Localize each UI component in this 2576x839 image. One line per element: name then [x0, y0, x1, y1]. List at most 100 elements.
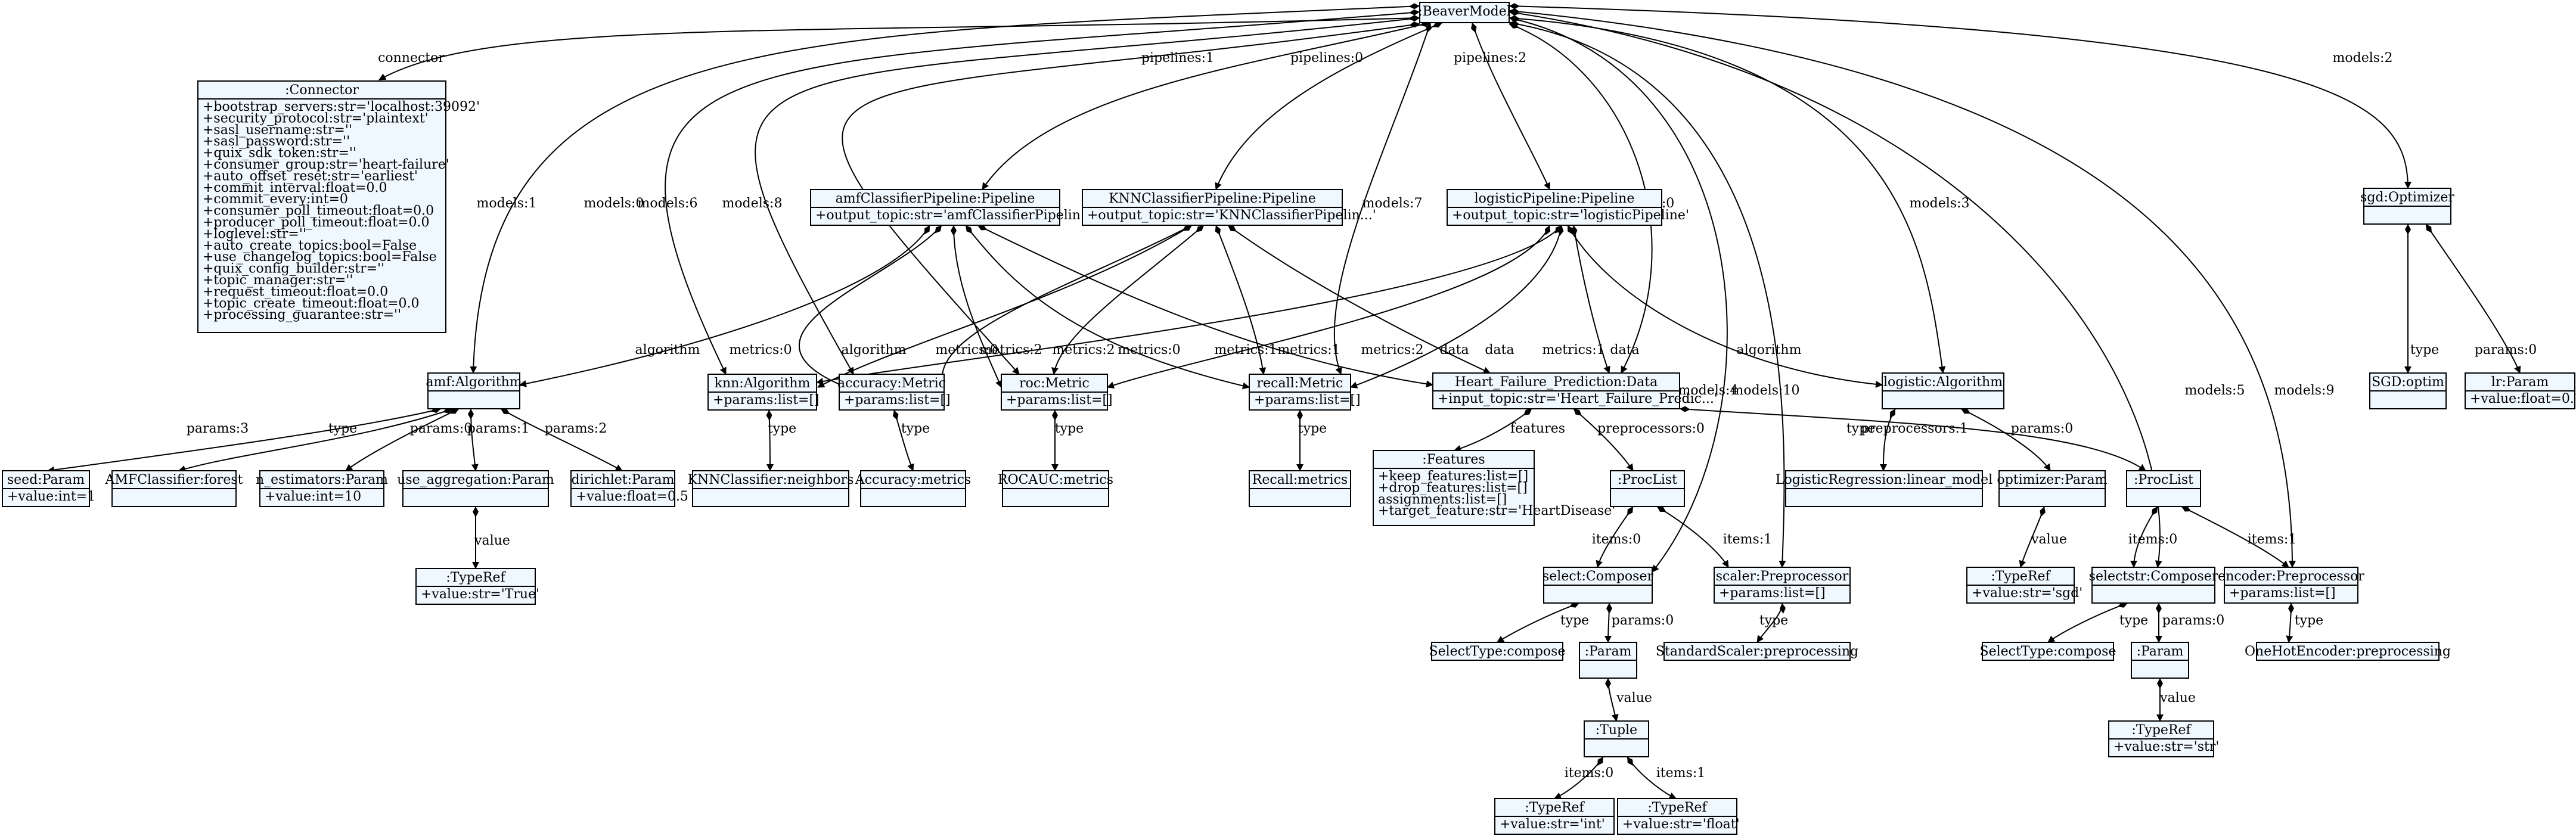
- node-box: [1373, 450, 1535, 526]
- node-title: OneHotEncoder:preprocessing: [2245, 644, 2451, 659]
- edge-line: [982, 21, 1431, 190]
- edge-label: models:10: [1731, 383, 1800, 398]
- node-attribute: +commit_every:int=0: [203, 192, 348, 207]
- edge-amfa-dirp: params:2: [500, 408, 623, 471]
- node-knnp: KNNClassifierPipeline:Pipeline+output_to…: [1082, 189, 1376, 226]
- edge-label: items:1: [1723, 532, 1772, 547]
- edge-label: models:0: [584, 196, 644, 211]
- node-loga: logistic:Algorithm: [1882, 372, 2004, 409]
- edge-label: params:0: [2162, 613, 2224, 628]
- edge-label: algorithm: [635, 343, 700, 358]
- edge-line: [1497, 602, 1580, 643]
- edge-line: [965, 225, 1250, 390]
- node-attribute: +value:str='float': [1622, 817, 1740, 832]
- node-attribute: +params:list=[]: [1006, 393, 1113, 408]
- node-rocmet: ROCAUC:metrics: [998, 470, 1113, 507]
- node-attribute: +sasl_password:str='': [203, 134, 350, 149]
- edge-bm-logp: pipelines:2: [1454, 22, 1551, 190]
- node-ohe: OneHotEncoder:preprocessing: [2245, 642, 2451, 661]
- edge-line: [1679, 406, 2146, 471]
- edge-loga-optp: params:0: [1960, 408, 2073, 471]
- node-title: sgd:Optimizer: [2360, 190, 2454, 205]
- node-attribute: +use_changelog_topics:bool=False: [203, 250, 437, 265]
- node-attribute: +processing_guarantee:str='': [203, 307, 401, 322]
- edge-label: models:5: [2185, 383, 2245, 398]
- node-attribute: +quix_config_builder:str='': [203, 262, 384, 276]
- node-attribute: +consumer_poll_timeout:float=0.0: [203, 204, 434, 219]
- edge-label: metrics:1: [1542, 343, 1604, 358]
- node-attribute: +value:str='int': [1500, 817, 1605, 832]
- node-attribute: +sasl_username:str='': [203, 123, 352, 138]
- edge-label: preprocessors:0: [1597, 421, 1705, 436]
- edge-line: [2425, 223, 2521, 374]
- edge-label: params:0: [2475, 343, 2537, 358]
- node-lrlm: LogisticRegression:linear_model: [1776, 470, 1992, 507]
- edge-tuple-trInt: items:0: [1554, 756, 1613, 799]
- node-amfp: amfClassifierPipeline:Pipeline+output_to…: [810, 189, 1097, 226]
- node-knna: knn:Algorithm+params:list=[]: [707, 374, 820, 411]
- edge-tuple-trFloat: items:1: [1627, 756, 1705, 799]
- edge-line: [2181, 506, 2289, 568]
- node-title: :TypeRef: [2131, 723, 2192, 738]
- edge-selstr-param2: params:0: [2155, 603, 2224, 643]
- node-title: :Tuple: [1596, 723, 1637, 738]
- node-trTrue: :TypeRef+value:str='True': [415, 568, 539, 605]
- node-title: KNNClassifier:neighbors: [688, 473, 854, 487]
- edge-selc-param1: params:0: [1604, 602, 1674, 643]
- node-seedp: seed:Param+value:int=1: [2, 470, 95, 507]
- node-title: amfClassifierPipeline:Pipeline: [836, 191, 1035, 206]
- edge-logp-loga: algorithm: [1567, 225, 1883, 388]
- edge-line: [1960, 408, 2051, 471]
- node-logp: logisticPipeline:Pipeline+output_topic:s…: [1447, 189, 1689, 226]
- edge-label: models:1: [477, 196, 537, 211]
- edge-label: preprocessors:1: [1861, 421, 1968, 436]
- edge-label: value: [1616, 691, 1652, 706]
- edge-amfp-hfd: data: [977, 225, 1469, 388]
- edge-hfd-feat: features: [1454, 408, 1565, 452]
- edge-label: metrics:0: [935, 343, 998, 358]
- node-title: :TypeRef: [1991, 569, 2051, 584]
- edge-knnp-knna: algorithm: [817, 225, 1193, 388]
- edge-enc-ohe: type: [2286, 602, 2323, 643]
- edge-bm-sgd: models:2: [1509, 3, 2411, 189]
- node-box: [1663, 642, 1851, 661]
- node-title: accuracy:Metric: [837, 376, 946, 391]
- edge-amfa-amfcf: type: [178, 408, 454, 473]
- node-sspp: StandardScaler:preprocessing: [1656, 642, 1858, 661]
- node-title: SGD:optim: [2372, 375, 2444, 390]
- edge-label: type: [1846, 421, 1875, 436]
- node-attribute: +auto_offset_reset:str='earliest': [203, 169, 418, 184]
- edge-label: models:2: [2333, 51, 2393, 66]
- edge-line: [500, 408, 623, 471]
- node-feat: :Features+keep_features:list=[]+drop_fea…: [1373, 450, 1615, 526]
- node-title: seed:Param: [7, 473, 85, 487]
- node-title: roc:Metric: [1019, 376, 1090, 391]
- edge-label: metrics:0: [1118, 343, 1180, 358]
- edge-selc-stc1: type: [1497, 602, 1589, 643]
- node-conn: :Connector+bootstrap_servers:str='localh…: [197, 80, 480, 333]
- edge-amfp-accm: metrics:0: [729, 225, 942, 389]
- edge-label: metrics:2: [1361, 343, 1423, 358]
- node-attribute: +security_protocol:str='plaintext': [203, 111, 429, 126]
- edge-label: metrics:1: [1277, 343, 1340, 358]
- edge-label: metrics:0: [729, 343, 792, 358]
- node-enc: encoder:Preprocessor+params:list=[]: [2218, 567, 2364, 604]
- edge-hfd-pl1: preprocessors:0: [1573, 408, 1705, 471]
- node-title: dirichlet:Param: [572, 473, 675, 487]
- edge-line: [345, 408, 460, 471]
- node-attribute: +drop_features:list=[]: [1378, 480, 1528, 495]
- edge-line: [1567, 225, 1883, 388]
- edge-label: models:9: [2274, 383, 2335, 398]
- node-attribute: +params:list=[]: [1254, 393, 1361, 408]
- edge-label: type: [328, 421, 357, 436]
- edge-line: [1350, 225, 1564, 389]
- node-pl2: :ProcList: [2126, 470, 2201, 507]
- edge-logp-knna: metrics:0: [816, 225, 1562, 385]
- edge-knnp-accm: metrics:0: [935, 225, 1193, 388]
- edge-label: params:3: [187, 421, 249, 436]
- edge-label: type: [768, 421, 796, 436]
- node-attribute: +value:int=10: [265, 489, 361, 504]
- node-title: :BeaverModel: [1418, 4, 1511, 19]
